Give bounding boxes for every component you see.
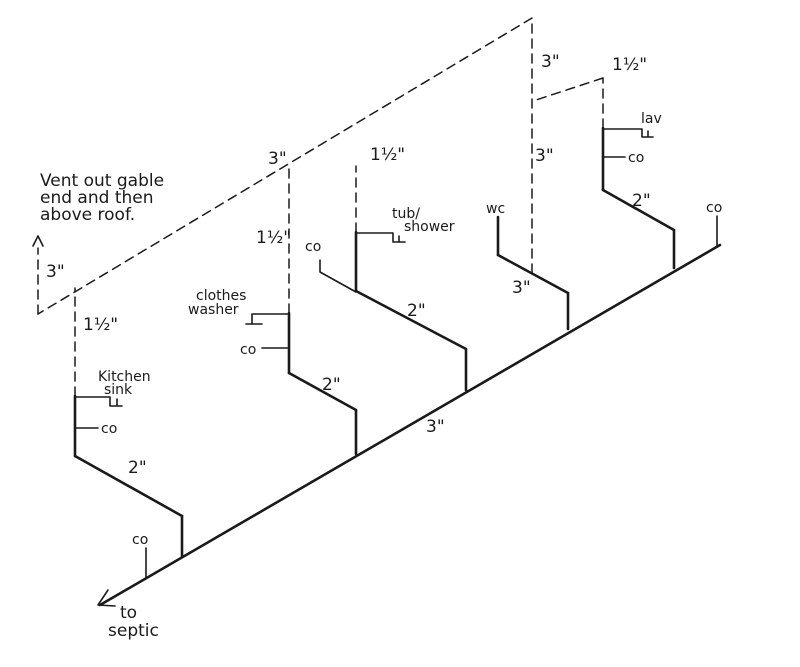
note-line-1: Vent out gable (40, 171, 164, 191)
vent-header (32, 17, 533, 315)
fixture-labels: Kitchen sink clothes washer tub/ shower … (98, 111, 662, 398)
vent-header-line (37, 17, 533, 315)
label-tub-line-2: shower (404, 219, 455, 235)
water-closet-branch (496, 17, 570, 331)
label-washer-line-1: clothes (196, 288, 246, 304)
tub-shower-trap-icon (355, 232, 406, 243)
label-lav: lav (641, 111, 662, 127)
lav-vent-connector (535, 77, 604, 101)
size-tub-vent: 1½" (370, 145, 405, 165)
size-kitchen-drain: 2" (128, 458, 147, 478)
label-kitchen-line-2: sink (104, 382, 133, 398)
lav-branch-drain (601, 188, 676, 232)
size-vent-mid-top: 3" (268, 149, 287, 169)
kitchen-sink-branch (73, 287, 184, 558)
size-vent-lav-top: 1½" (612, 55, 647, 75)
size-lav-drain: 2" (632, 191, 651, 211)
outlet-label: to septic (108, 603, 159, 641)
main-drain (97, 215, 722, 607)
size-wc-stack: 3" (535, 146, 554, 166)
cleanout-washer-label: co (240, 342, 256, 358)
outlet-arrow-icon (97, 589, 116, 607)
size-vent-left: 3" (46, 262, 65, 282)
size-washer-drain: 2" (322, 375, 341, 395)
note-line-2: end and then (40, 188, 154, 208)
tub-shower-branch (319, 165, 468, 392)
size-kitchen-vent: 1½" (83, 315, 118, 335)
lavatory-branch (535, 77, 676, 270)
cleanout-main-start-label: co (132, 532, 148, 548)
vent-up-arrow-icon (32, 235, 44, 247)
vent-note: Vent out gable end and then above roof. (40, 171, 164, 225)
tub-branch-drain (354, 289, 468, 351)
size-washer-vent: 1½" (256, 228, 291, 248)
size-main-drain: 3" (426, 417, 445, 437)
label-wc: wc (486, 201, 505, 217)
label-kitchen-line-1: Kitchen (98, 369, 151, 385)
cleanout-labels: co co co co co co (101, 150, 722, 548)
cleanout-main-end-label: co (706, 200, 722, 216)
cleanout-tub-label: co (305, 239, 321, 255)
pipe-size-labels: 3" 3" 3" 1½" 1½" 1½" 1½" 3" 2" 2" 2" 3" … (46, 52, 651, 478)
washer-standpipe-icon (245, 313, 290, 325)
label-washer-line-2: washer (188, 302, 239, 318)
size-tub-drain: 2" (407, 301, 426, 321)
outlet-label-line-1: to (120, 603, 137, 623)
kitchen-sink-trap-icon (74, 396, 123, 407)
outlet-label-line-2: septic (108, 621, 159, 641)
label-tub-line-1: tub/ (392, 206, 420, 222)
lav-trap-icon (602, 128, 654, 138)
cleanout-lav-label: co (628, 150, 644, 166)
kitchen-branch-drain (73, 454, 184, 518)
washer-branch-drain (287, 371, 358, 412)
tub-cleanout-riser (319, 259, 357, 293)
main-drain-line (98, 243, 722, 607)
wc-branch-drain (496, 253, 570, 295)
clothes-washer-branch (245, 167, 358, 456)
size-vent-top-right: 3" (541, 52, 560, 72)
note-line-3: above roof. (40, 205, 135, 225)
cleanout-kitchen-label: co (101, 421, 117, 437)
size-wc-drain: 3" (512, 278, 531, 298)
